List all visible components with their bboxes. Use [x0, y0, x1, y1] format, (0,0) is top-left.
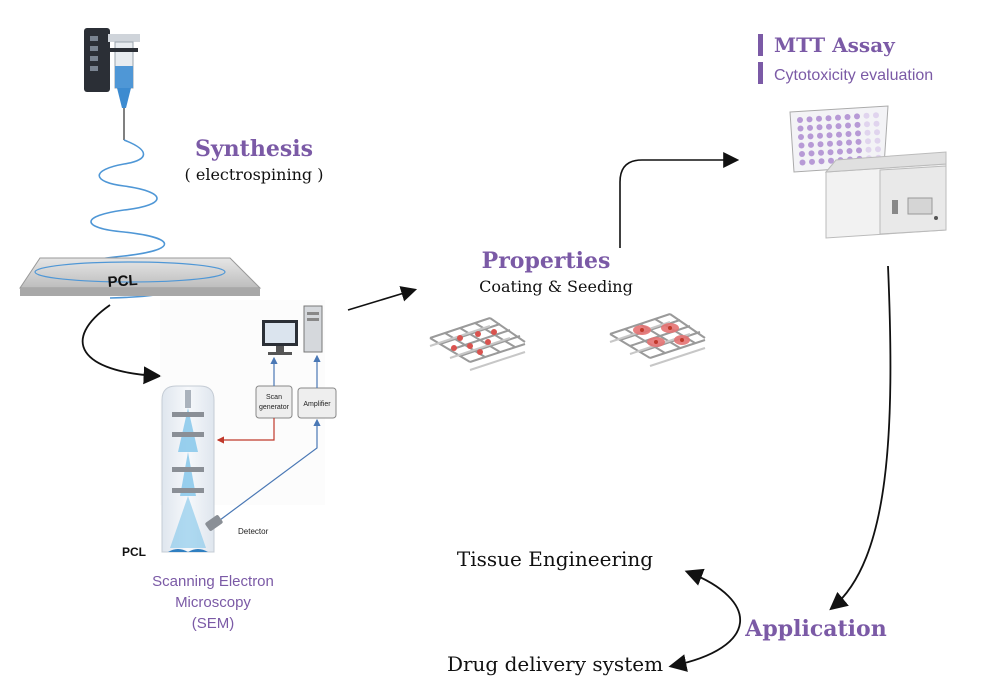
mtt-subtitle-bar [758, 62, 763, 84]
arrow-application-to-items [668, 568, 742, 672]
coated-scaffold-icon [429, 317, 526, 371]
well-circle [807, 133, 814, 140]
well-circle [827, 149, 834, 156]
arrow-sem-to-properties [347, 286, 418, 311]
link-scan-to-column [216, 418, 275, 444]
well-circle [799, 151, 805, 157]
well-circle [798, 134, 804, 140]
amplifier-label: Amplifier [303, 401, 331, 408]
seeded-scaffold-icon [609, 313, 706, 367]
arrow-properties-to-mtt [619, 152, 740, 248]
well-circle [846, 139, 852, 146]
link-detector-to-amplifier [219, 418, 321, 521]
properties-subtitle: Coating & Seeding [479, 277, 633, 296]
well-circle [826, 123, 832, 130]
application-title: Application [744, 616, 886, 642]
arrow-mtt-to-application [829, 265, 892, 611]
well-circle [828, 157, 834, 164]
well-circle [874, 129, 880, 136]
application-item-tissue-engineering: Tissue Engineering [457, 547, 653, 571]
well-circle [808, 150, 815, 157]
mtt-title-bar [758, 34, 763, 56]
well-circle [874, 137, 881, 144]
well-circle [809, 158, 815, 165]
well-circle [808, 141, 814, 148]
well-circle [836, 140, 843, 147]
well-circle [797, 117, 803, 123]
well-circle [825, 115, 832, 122]
well-circle [818, 149, 824, 156]
well-circle [863, 112, 870, 119]
well-circle [835, 114, 841, 121]
well-circle [818, 158, 825, 165]
scan-generator-box: Scan generator [255, 385, 293, 419]
computer-icon [262, 305, 323, 355]
well-circle [817, 132, 823, 139]
sem-title-line1: Scanning Electron [152, 573, 274, 590]
well-circle [845, 131, 852, 137]
synthesis-subtitle: ( electrospining ) [185, 165, 324, 184]
detector-icon [205, 515, 223, 531]
well-circle [817, 141, 824, 148]
mtt-subtitle: Cytotoxicity evaluation [774, 67, 933, 84]
well-circle [806, 116, 813, 123]
well-circle [835, 123, 842, 130]
well-circle [873, 112, 879, 119]
well-circle [844, 114, 851, 120]
application-item-drug-delivery: Drug delivery system [447, 652, 663, 676]
well-circle [854, 121, 861, 128]
well-circle [855, 130, 861, 137]
scan-generator-label-line1: Scan [266, 394, 282, 401]
well-circle [837, 148, 843, 155]
well-circle [856, 147, 862, 154]
well-circle [798, 142, 805, 149]
properties-title: Properties [482, 248, 611, 274]
well-circle [797, 125, 804, 132]
well-circle [846, 148, 853, 154]
well-circle [875, 146, 881, 153]
electrospinning-syringe-icon [84, 28, 140, 140]
well-circle [799, 159, 806, 166]
scan-generator-label-line2: generator [259, 404, 290, 411]
well-plate-icon [789, 105, 889, 173]
well-circle [826, 132, 833, 139]
well-circle [854, 113, 860, 120]
amplifier-box: Amplifier [297, 387, 337, 419]
synthesis-title: Synthesis [195, 136, 313, 162]
well-circle [864, 121, 870, 128]
well-circle [865, 146, 872, 153]
pcl-substrate-label: PCL [107, 272, 138, 291]
mtt-title: MTT Assay [774, 33, 896, 57]
well-circle [836, 131, 842, 138]
well-circle [827, 140, 833, 147]
well-circle [845, 122, 851, 129]
sem-column [161, 385, 215, 553]
well-circle [865, 138, 871, 145]
well-circle [864, 129, 871, 136]
sem-title-line3: (SEM) [192, 615, 235, 632]
well-circle [855, 138, 862, 145]
plate-reader-icon [824, 151, 947, 239]
well-circle [816, 115, 822, 122]
collector-plate [19, 257, 262, 296]
sem-sample-label: PCL [122, 545, 146, 559]
well-circle [816, 124, 823, 131]
arrow-synthesis-to-sem [81, 304, 162, 385]
sem-title-line2: Microscopy [175, 594, 251, 611]
well-circle [807, 124, 813, 131]
well-circle [873, 120, 880, 127]
detector-label: Detector [238, 527, 269, 536]
